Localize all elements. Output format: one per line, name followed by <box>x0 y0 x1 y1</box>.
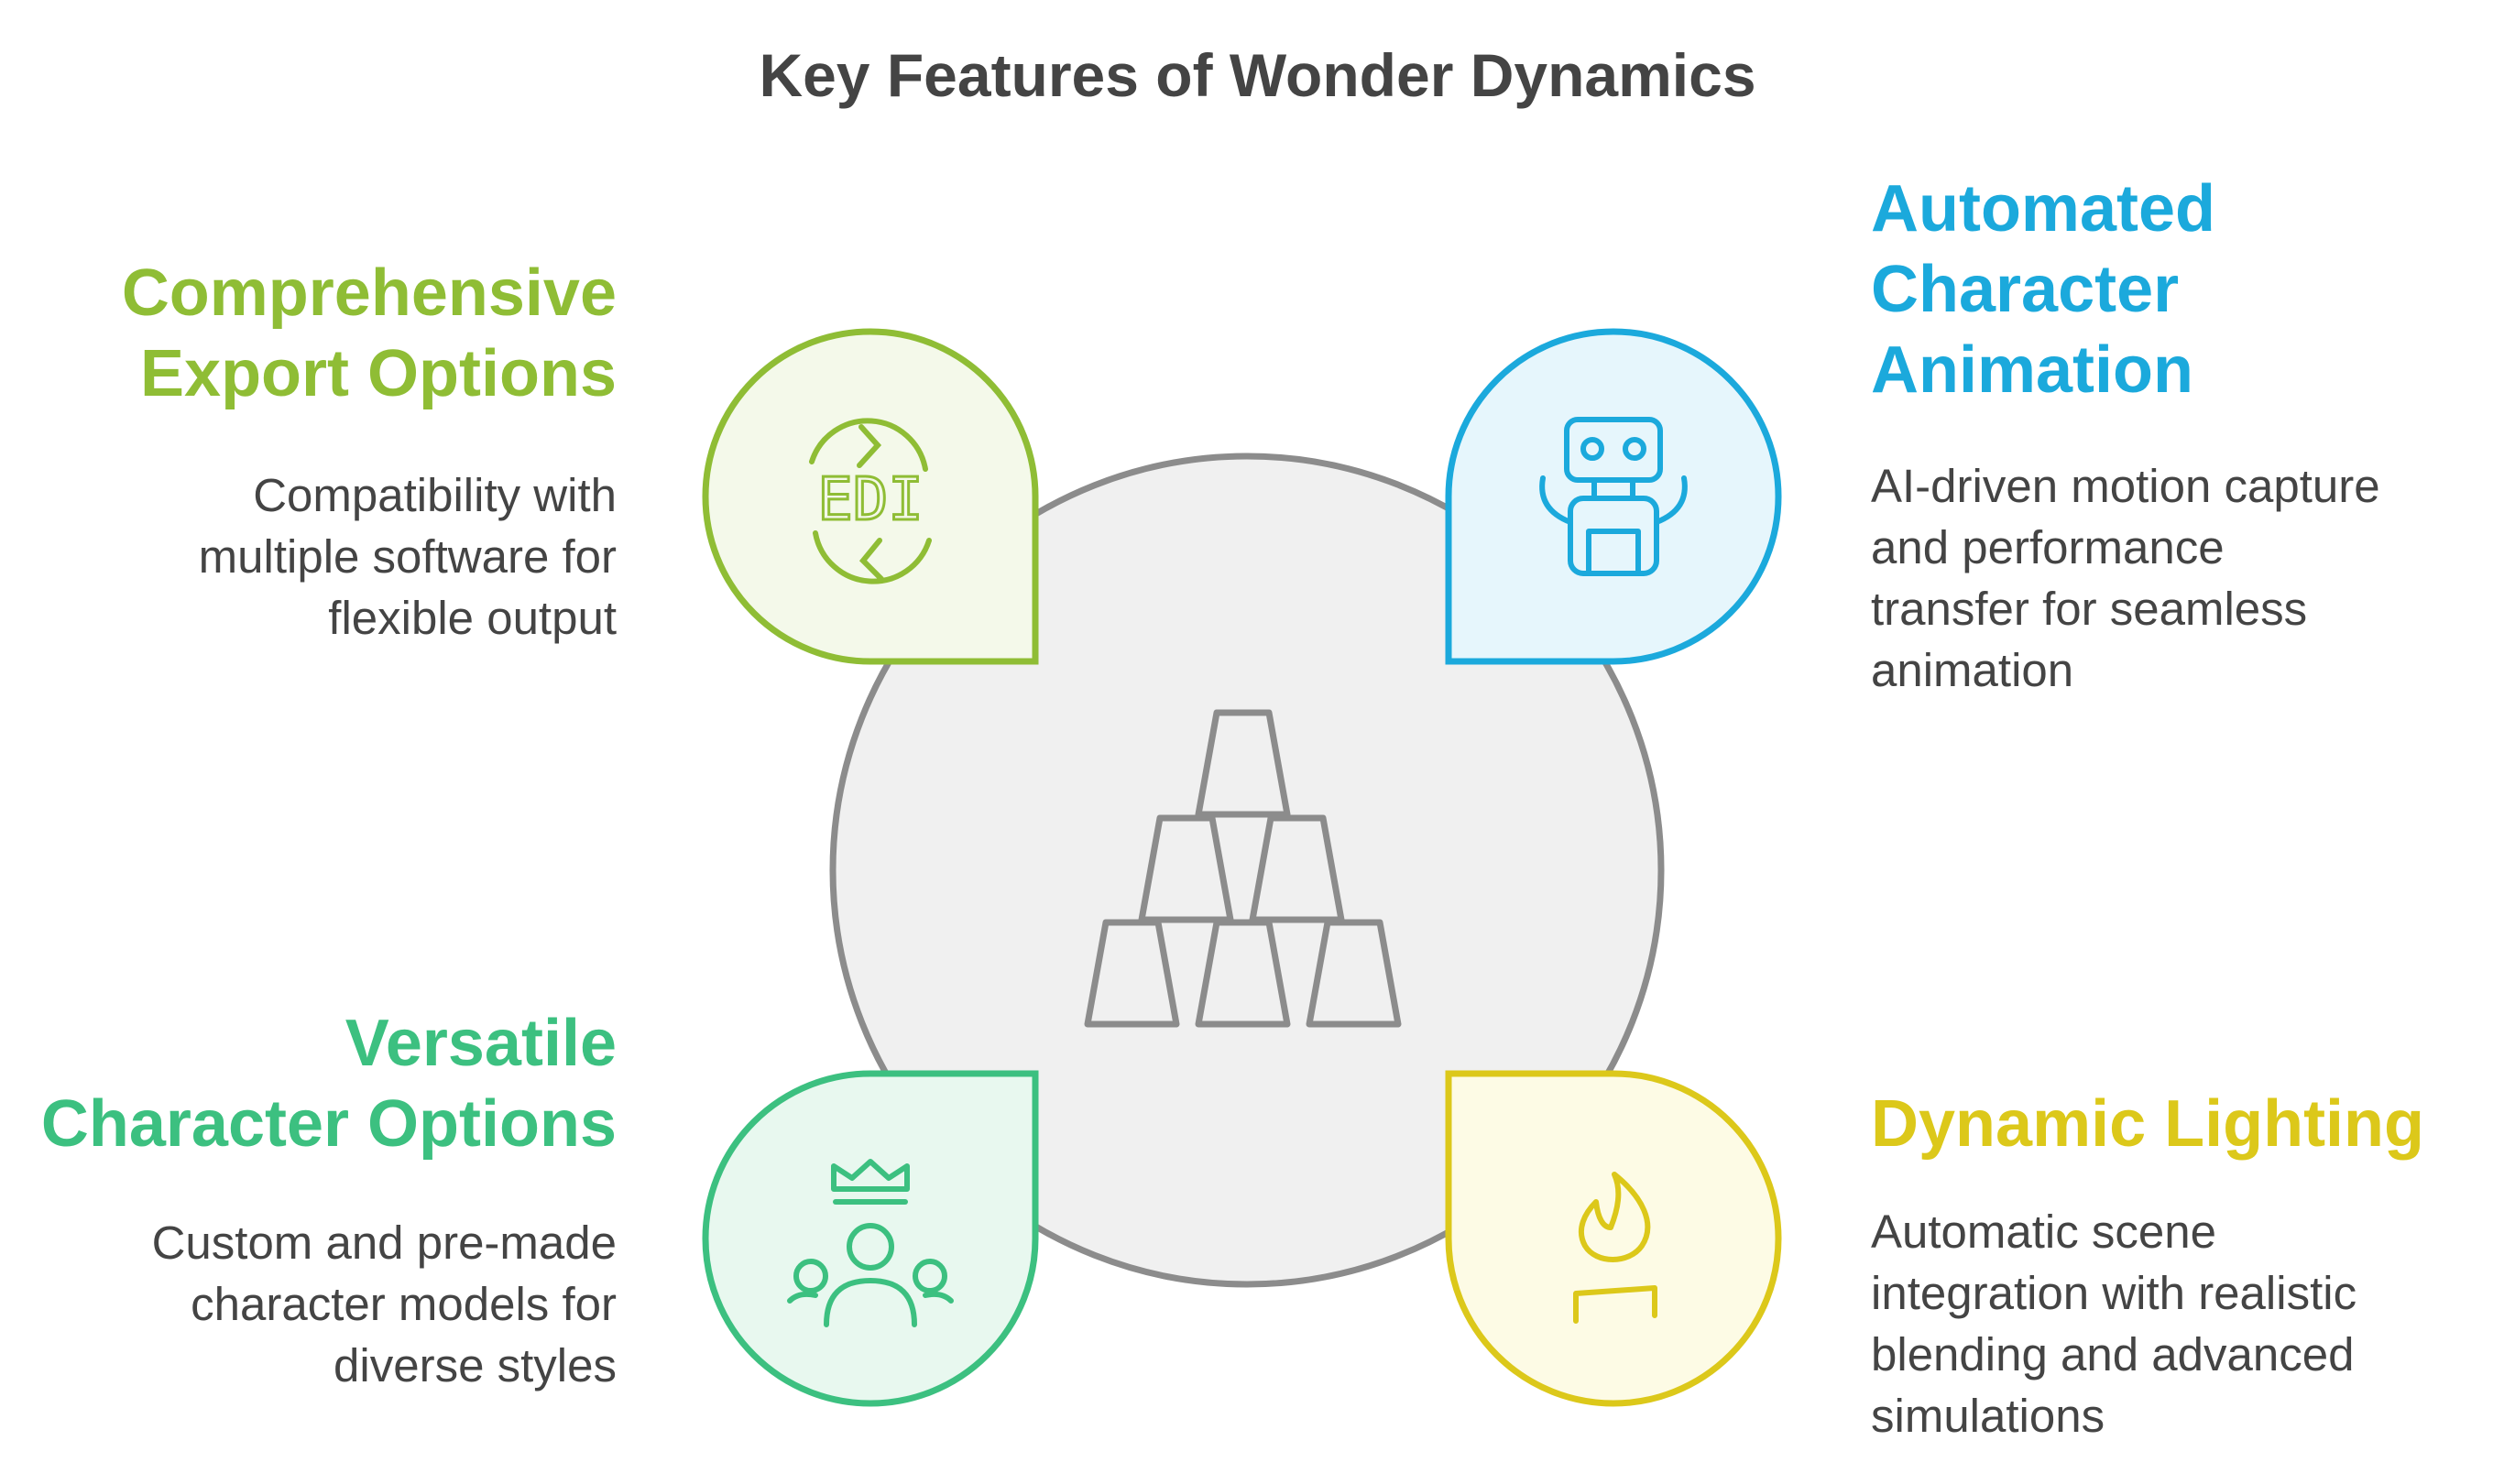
export-title: Comprehensive Export Options <box>121 256 617 410</box>
page-title: Key Features of Wonder Dynamics <box>759 41 1756 109</box>
export-description: Compatibility with multiple software for… <box>198 469 617 644</box>
robot-icon <box>1539 417 1688 576</box>
export-teardrop <box>702 328 1039 665</box>
character-title: Versatile Character Options <box>40 1007 617 1161</box>
torch-flame-icon <box>1573 1172 1657 1324</box>
lighting-description: Automatic scene integration with realist… <box>1871 1206 2357 1442</box>
animation-title: Automated Character Animation <box>1871 172 2215 407</box>
animation-description: AI-driven motion capture and performance… <box>1871 460 2380 696</box>
character-teardrop <box>702 1070 1039 1407</box>
lighting-title: Dynamic Lighting <box>1871 1087 2425 1161</box>
edi-icon-text: EDI <box>817 466 924 534</box>
crowned-group-icon <box>787 1159 954 1327</box>
character-description: Custom and pre-made character models for… <box>151 1217 617 1391</box>
stacked-cups-icon <box>1084 709 1402 1028</box>
edi-exchange-icon: EDI <box>809 418 932 584</box>
lighting-teardrop <box>1445 1070 1782 1407</box>
